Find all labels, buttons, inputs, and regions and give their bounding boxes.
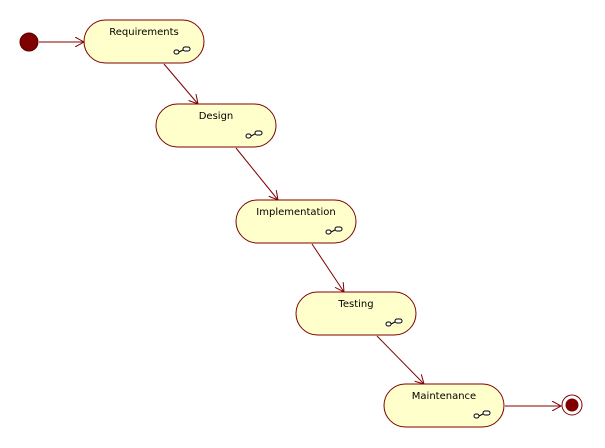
state-requirements[interactable]: Requirements — [83, 19, 205, 64]
transition-testing-maintenance[interactable] — [376, 335, 424, 384]
state-testing[interactable]: Testing — [295, 291, 417, 336]
state-maintenance[interactable]: Maintenance — [383, 383, 505, 428]
state-design[interactable]: Design — [155, 103, 277, 148]
transition-implementation-testing[interactable] — [311, 243, 344, 292]
state-testing-label: Testing — [337, 299, 373, 310]
state-implementation[interactable]: Implementation — [235, 199, 357, 244]
transition-design-implementation[interactable] — [235, 147, 278, 200]
subactivity-icon — [245, 130, 263, 139]
transitions — [39, 42, 561, 406]
state-requirements-label: Requirements — [109, 27, 179, 38]
state-implementation-label: Implementation — [256, 207, 335, 218]
subactivity-icon — [473, 410, 491, 419]
state-maintenance-label: Maintenance — [412, 391, 476, 402]
subactivity-icon — [325, 226, 343, 235]
transition-requirements-design[interactable] — [163, 63, 198, 104]
subactivity-icon — [173, 46, 191, 55]
final-node[interactable] — [561, 394, 583, 416]
subactivity-icon — [385, 318, 403, 327]
state-design-label: Design — [199, 111, 234, 122]
initial-node[interactable] — [19, 32, 39, 52]
